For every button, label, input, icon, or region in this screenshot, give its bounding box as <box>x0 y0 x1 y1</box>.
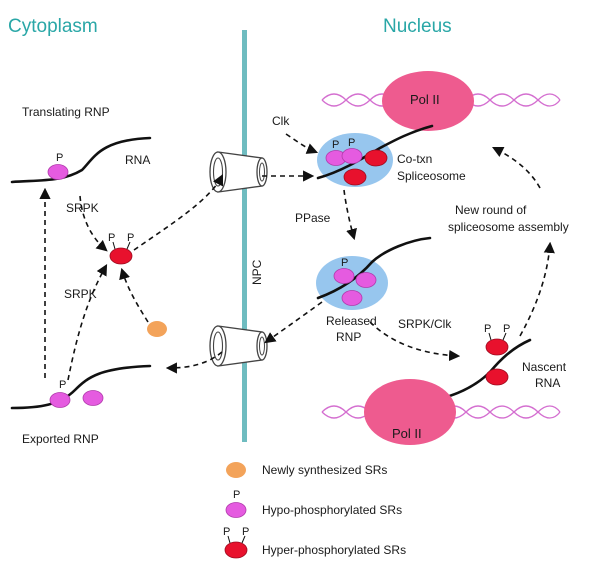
rna-label: RNA <box>125 153 150 167</box>
released-hypo-sr-b <box>355 272 377 288</box>
arrow-translating-to-hyper <box>79 195 108 252</box>
nucleus-title: Nucleus <box>383 16 452 37</box>
released-rna-strand <box>316 236 432 300</box>
arrow-exported-to-hyper <box>67 264 108 381</box>
arrow-clk <box>285 133 319 154</box>
svg-text:P: P <box>341 257 348 269</box>
exported-rnp-label: Exported RNP <box>22 432 99 446</box>
pol-ii-top-label: Pol II <box>410 92 440 107</box>
arrow-new-round-to-co-txn <box>491 146 541 189</box>
nascent-label-line1: Nascent <box>522 360 567 374</box>
translating-hypo-sr: P <box>47 152 69 180</box>
svg-text:P: P <box>233 489 240 501</box>
arrow-srpk-clk <box>369 321 461 362</box>
new-round-label-line2: spliceosome assembly <box>448 220 569 234</box>
arrow-released-to-npc <box>264 301 323 344</box>
co-txn-rna-strand <box>316 124 434 180</box>
exported-hypo-sr-right <box>82 390 104 406</box>
npc-label: NPC <box>250 259 264 285</box>
released-spliceosome <box>316 256 388 310</box>
legend-item-newly: Newly synthesized SRs <box>226 462 387 478</box>
srpk-clk-label: SRPK/Clk <box>398 317 452 331</box>
svg-text:P: P <box>56 152 63 164</box>
legend-item-hypo: P Hypo-phosphorylated SRs <box>225 489 402 518</box>
svg-text:P: P <box>223 526 230 538</box>
svg-text:P: P <box>332 139 339 151</box>
arrow-nascent-to-new-round <box>519 241 555 337</box>
legend-swatch-newly <box>226 462 246 478</box>
npc-pore-top <box>209 151 268 193</box>
newly-synthesized-sr <box>147 321 167 337</box>
svg-text:P: P <box>503 323 510 335</box>
pol-ii-top <box>382 71 474 131</box>
clk-label: Clk <box>272 114 290 128</box>
nascent-hyper-sr-a: P P <box>484 323 510 356</box>
co-txn-hypo-sr-a: P <box>325 139 347 166</box>
arrow-newly-to-hyper <box>119 267 149 323</box>
pol-ii-bottom <box>364 379 456 445</box>
released-label-line2: RNP <box>336 330 361 344</box>
legend-label-hypo: Hypo-phosphorylated SRs <box>262 503 402 517</box>
svg-text:P: P <box>59 379 66 391</box>
co-txn-label-line2: Spliceosome <box>397 169 466 183</box>
released-label-line1: Released <box>326 314 377 328</box>
exported-hypo-sr-left: P <box>49 379 71 408</box>
new-round-label-line1: New round of <box>455 203 527 217</box>
srpk-bottom-label: SRPK <box>64 287 97 301</box>
npc-pore-bottom <box>209 325 268 367</box>
arrow-hyper-to-npc <box>133 173 224 251</box>
co-txn-hypo-sr-b: P <box>341 137 363 164</box>
legend: Newly synthesized SRs P Hypo-phosphoryla… <box>223 462 406 559</box>
co-txn-label-line1: Co-txn <box>397 152 432 166</box>
legend-swatch-hyper <box>224 541 248 559</box>
ppase-label: PPase <box>295 211 331 225</box>
legend-item-hyper: P P Hyper-phosphorylated SRs <box>223 526 406 559</box>
cytoplasm-hyper-sr: P P <box>108 232 134 265</box>
released-hypo-sr-c <box>341 290 363 306</box>
co-txn-hyper-sr-a <box>364 149 388 167</box>
svg-text:P: P <box>242 526 249 538</box>
legend-label-hyper: Hyper-phosphorylated SRs <box>262 543 406 557</box>
exported-rna-strand <box>10 364 152 410</box>
translating-rnp-label: Translating RNP <box>22 105 110 119</box>
legend-swatch-hypo <box>225 502 247 518</box>
arrow-npc-to-exported <box>165 351 223 374</box>
arrow-ppase <box>343 189 357 241</box>
co-txn-hyper-sr-b <box>343 168 367 186</box>
cytoplasm-title: Cytoplasm <box>8 16 98 37</box>
nuclear-membrane <box>242 30 247 442</box>
released-hypo-sr-a: P <box>333 257 355 284</box>
nascent-label-line2: RNA <box>535 376 560 390</box>
legend-label-newly: Newly synthesized SRs <box>262 463 387 477</box>
svg-text:P: P <box>348 137 355 149</box>
nascent-hyper-sr-b <box>485 368 509 386</box>
svg-text:P: P <box>108 232 115 244</box>
svg-text:P: P <box>484 323 491 335</box>
svg-text:P: P <box>127 232 134 244</box>
pol-ii-bottom-label: Pol II <box>392 426 422 441</box>
translating-rna-strand <box>10 136 152 184</box>
